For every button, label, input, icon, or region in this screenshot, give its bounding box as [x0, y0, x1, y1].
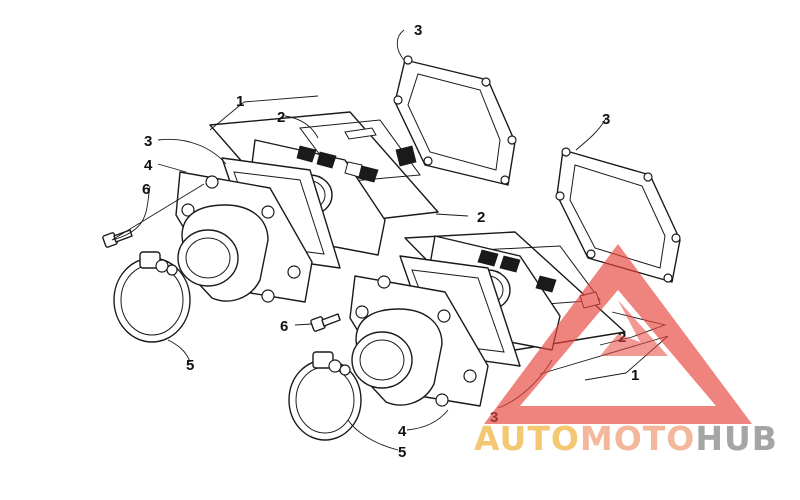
intake-flange-lower	[349, 275, 489, 407]
callout-6-mid: 6	[280, 318, 288, 335]
watermark-triangle-icon	[484, 244, 752, 424]
callout-3-right: 3	[602, 111, 610, 128]
gasket-right	[555, 147, 681, 283]
callout-5-bottom: 5	[398, 444, 406, 461]
callout-6-left: 6	[142, 181, 150, 198]
watermark-moto: MOTO	[580, 419, 695, 458]
callout-3-top: 3	[414, 22, 422, 39]
bolt-lower	[310, 313, 341, 332]
watermark-logo-text: AUTOMOTOHUB	[474, 419, 778, 458]
watermark-hub: HUB	[695, 419, 778, 458]
callout-2-top: 2	[277, 109, 285, 126]
intake-flange-upper	[175, 171, 313, 303]
hose-clamp-upper	[113, 251, 191, 343]
callout-1-top: 1	[236, 93, 244, 110]
callout-4-left: 4	[144, 157, 153, 174]
gasket-top-right	[393, 55, 517, 186]
callout-1-right: 1	[631, 367, 639, 384]
watermark: AUTOMOTOHUB	[474, 244, 778, 458]
callout-3-left: 3	[144, 133, 152, 150]
hose-clamp-lower	[288, 351, 362, 441]
callout-4-bottom: 4	[398, 423, 407, 440]
watermark-auto: AUTO	[474, 419, 580, 458]
callout-2-mid: 2	[477, 209, 485, 226]
callout-5-left: 5	[186, 357, 194, 374]
